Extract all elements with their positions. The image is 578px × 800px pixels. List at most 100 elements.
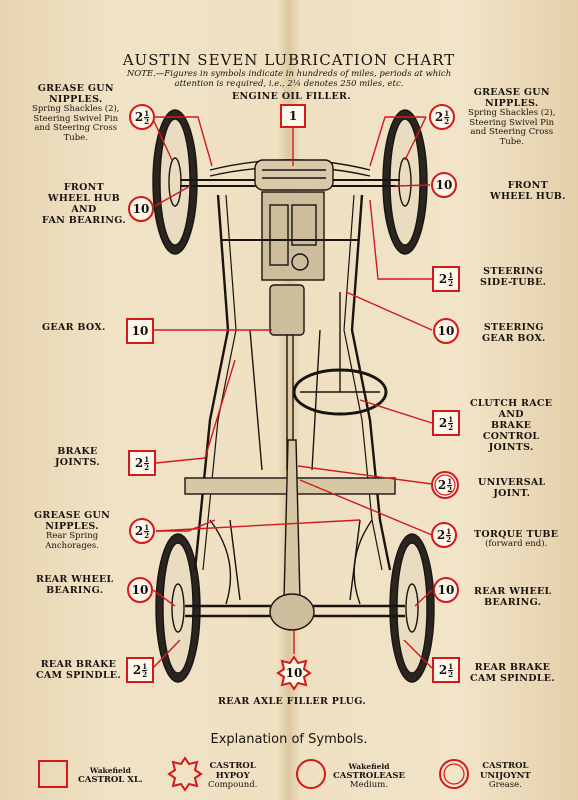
frac-den: 2 [444, 116, 450, 126]
legend-item-hypoy: CASTROL HYPOY Compound. [208, 761, 257, 791]
legend-name: CASTROLEASE [333, 770, 405, 781]
front-hub-left-circle-symbol: 10 [127, 195, 155, 223]
front-hub-right-circle-symbol: 10 [430, 171, 458, 199]
grease-gun-front-right-label: GREASE GUN NIPPLES. Spring Shackles (2),… [468, 87, 556, 147]
frac-whole: 2 [438, 272, 448, 286]
frac-whole: 2 [436, 528, 446, 542]
frac-den: 2 [144, 462, 150, 472]
scale-note: NOTE.—Figures in symbols indicate in hun… [126, 69, 452, 89]
engine-oil-filler-label: ENGINE OIL FILLER. [232, 91, 351, 102]
symbol-value: 10 [437, 324, 455, 338]
rear-axle-filler-label: REAR AXLE FILLER PLUG. [218, 696, 366, 707]
steering-gear-box-circle-symbol: 10 [432, 317, 460, 345]
grease-gun-rear-sub: Rear Spring Anchorages. [45, 531, 99, 551]
torque-tube-sub: (forward end). [485, 539, 548, 549]
legend-brand: Wakefield [348, 762, 390, 771]
clutch-race-label: CLUTCH RACE AND BRAKE CONTROL JOINTS. [470, 398, 553, 453]
grease-gun-front-right-title: GREASE GUN NIPPLES. [473, 87, 550, 109]
frac-num: 1 [446, 526, 452, 536]
frac-den: 2 [448, 278, 454, 288]
grease-gun-front-right-sub: Spring Shackles (2), Steering Swivel Pin… [468, 108, 556, 147]
torque-tube-label: TORQUE TUBE (forward end). [474, 529, 558, 550]
frac-den: 2 [448, 422, 454, 432]
frac-den: 2 [142, 669, 148, 679]
legend-desc: Grease. [488, 780, 522, 790]
frac-whole: 2 [438, 416, 448, 430]
frac-whole: 2 [434, 110, 444, 124]
symbol-value: 10 [435, 178, 453, 192]
rear-wheel-bearing-left-circle-symbol: 10 [126, 576, 154, 604]
frac-whole: 2 [438, 663, 448, 677]
symbol-value: 1 [288, 109, 298, 123]
grease-gun-front-left-title: GREASE GUN NIPPLES. [37, 83, 114, 105]
front-left-wheel [152, 109, 198, 255]
frac-whole: 2 [134, 524, 144, 538]
legend-star-symbol [167, 756, 203, 792]
page-title: AUSTIN SEVEN LUBRICATION CHART [122, 51, 456, 69]
frac-num: 1 [144, 522, 150, 532]
legend-square-symbol [38, 760, 68, 788]
universal-joint-label: UNIVERSAL JOINT. [478, 477, 546, 499]
rear-left-wheel [155, 533, 201, 683]
rear-brake-cam-right-label: REAR BRAKE CAM SPINDLE. [470, 662, 555, 684]
front-wheel-hub-label: FRONT WHEEL HUB. [490, 180, 566, 202]
legend-name: CASTROL XL. [78, 774, 143, 785]
grease-gun-front-left-sub: Spring Shackles (2), Steering Swivel Pin… [32, 104, 120, 143]
legend-name: HYPOY [215, 770, 250, 781]
gear-box-label: GEAR BOX. [42, 322, 106, 333]
rear-right-wheel [389, 533, 435, 683]
frac-den: 2 [144, 116, 150, 126]
frac-den: 2 [447, 484, 453, 494]
grease-gun-front-left-label: GREASE GUN NIPPLES. Spring Shackles (2),… [32, 83, 120, 143]
frac-num: 1 [142, 661, 148, 671]
symbol-value: 10 [132, 202, 150, 216]
grease-gun-rear-title: GREASE GUN NIPPLES. [34, 510, 111, 532]
frac-den: 2 [446, 534, 452, 544]
legend-brand: CASTROL [209, 761, 256, 771]
frac-num: 1 [144, 454, 150, 464]
frac-whole: 2 [134, 110, 144, 124]
engine-oil-filler-square-symbol: 1 [280, 104, 306, 128]
legend-item-castrolease: Wakefield CASTROLEASE Medium. [333, 762, 405, 791]
frac-den: 2 [448, 669, 454, 679]
symbol-value: 10 [437, 583, 455, 597]
rear-wheel-bearing-right-circle-symbol: 10 [432, 576, 460, 604]
frac-den: 2 [144, 530, 150, 540]
legend-circle-symbol [295, 758, 327, 790]
rear-wheel-bearing-left-label: REAR WHEEL BEARING. [36, 574, 114, 596]
frac-whole: 2 [437, 478, 447, 492]
leader-lines [151, 116, 433, 669]
rear-brake-cam-left-label: REAR BRAKE CAM SPINDLE. [36, 659, 121, 681]
front-right-wheel [382, 109, 428, 255]
frac-num: 1 [144, 108, 150, 118]
frac-whole: 2 [132, 663, 142, 677]
rear-axle-filler-star-symbol: 10 [276, 655, 312, 691]
steering-side-tube-label: STEERING SIDE-TUBE. [480, 266, 547, 288]
torque-tube-title: TORQUE TUBE [474, 529, 559, 540]
frac-num: 1 [447, 476, 453, 486]
rear-wheel-bearing-right-label: REAR WHEEL BEARING. [474, 586, 552, 608]
grease-gun-rear-label: GREASE GUN NIPPLES. Rear Spring Anchorag… [34, 510, 110, 551]
legend-item-castrol-xl: Wakefield CASTROL XL. [78, 766, 143, 785]
legend-brand: Wakefield [89, 766, 131, 775]
legend-brand: CASTROL [482, 761, 529, 771]
steering-gear-box-label: STEERING GEAR BOX. [482, 322, 546, 344]
symbol-value: 10 [285, 666, 303, 680]
legend-desc: Medium. [349, 780, 389, 790]
legend-double-circle-symbol [438, 758, 470, 790]
gear-box-square-symbol: 10 [126, 318, 154, 344]
brake-joints-label: BRAKE JOINTS. [55, 446, 100, 468]
frac-num: 1 [448, 661, 454, 671]
legend-title: Explanation of Symbols. [210, 732, 368, 747]
frac-num: 1 [448, 414, 454, 424]
